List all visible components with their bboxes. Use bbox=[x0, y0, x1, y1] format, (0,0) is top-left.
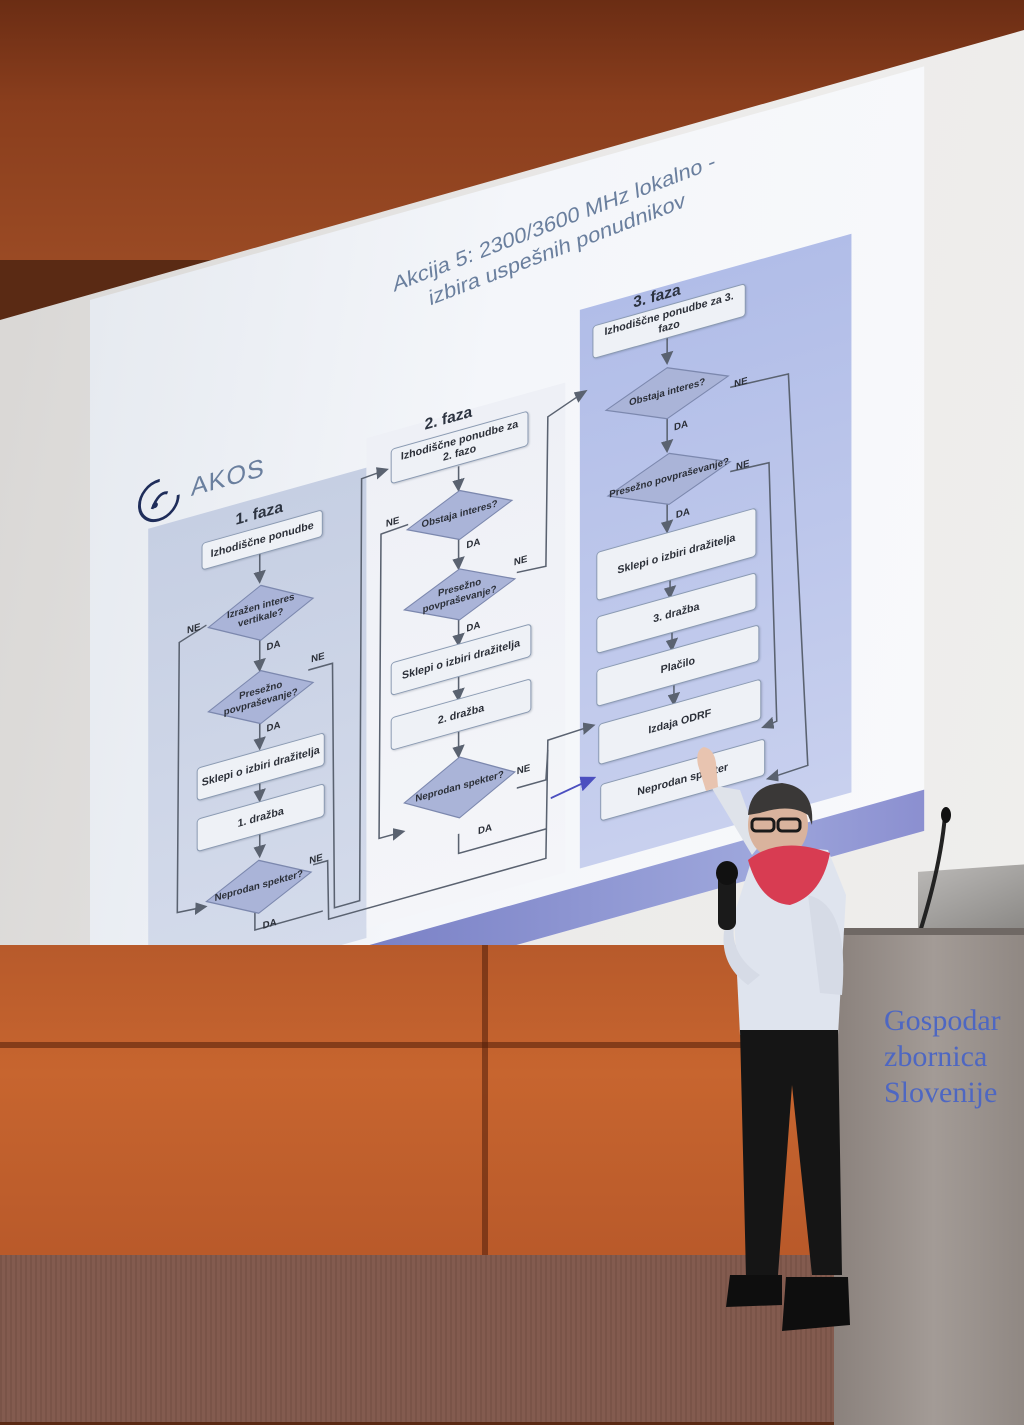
phase-2-interest-decision: Obstaja interes? bbox=[405, 473, 514, 556]
decision-diamond-shape bbox=[606, 452, 732, 506]
decision-diamond-shape bbox=[604, 367, 730, 420]
phase-2-unsold-spectrum-decision: Neprodan spekter? bbox=[402, 739, 517, 836]
phase-2-excess-demand-decision: Presežno povpraševanje? bbox=[402, 551, 517, 638]
decision-diamond-shape bbox=[207, 670, 315, 725]
akos-logo: AKOS bbox=[137, 440, 273, 533]
projected-slide: Akcija 5: 2300/3600 MHz lokalno - izbira… bbox=[90, 66, 925, 1065]
phase-1-vertical-interest-decision: Izražen interes vertikale? bbox=[206, 568, 315, 657]
decision-diamond-shape bbox=[405, 489, 514, 541]
decision-diamond-shape bbox=[403, 756, 517, 819]
podium-line-1: Gospodar bbox=[884, 1004, 1001, 1037]
presenter bbox=[697, 747, 850, 1331]
podium-line-3: Slovenije bbox=[884, 1076, 998, 1109]
decision-diamond-shape bbox=[402, 568, 517, 621]
panel-seam bbox=[0, 1042, 1024, 1048]
phase-1-unsold-spectrum-decision: Neprodan spekter? bbox=[204, 843, 313, 930]
decision-diamond-shape bbox=[205, 859, 313, 914]
microphone-stand bbox=[917, 807, 951, 936]
panel-seam bbox=[482, 945, 488, 1265]
phase-1-excess-demand-decision: Presežno povpraševanje? bbox=[206, 653, 315, 740]
flowchart-connectors bbox=[176, 334, 809, 932]
phase-3-interest-decision: Obstaja interes? bbox=[604, 348, 730, 438]
lectern bbox=[834, 935, 1024, 1425]
akos-logo-mark bbox=[138, 478, 180, 523]
podium-line-2: zbornica bbox=[884, 1040, 988, 1073]
decision-diamond-shape bbox=[207, 584, 315, 641]
phase-3-excess-demand-decision: Presežno povpraševanje? bbox=[606, 434, 732, 524]
podium-sign: Gospodar zbornica Slovenije bbox=[884, 1003, 1001, 1111]
